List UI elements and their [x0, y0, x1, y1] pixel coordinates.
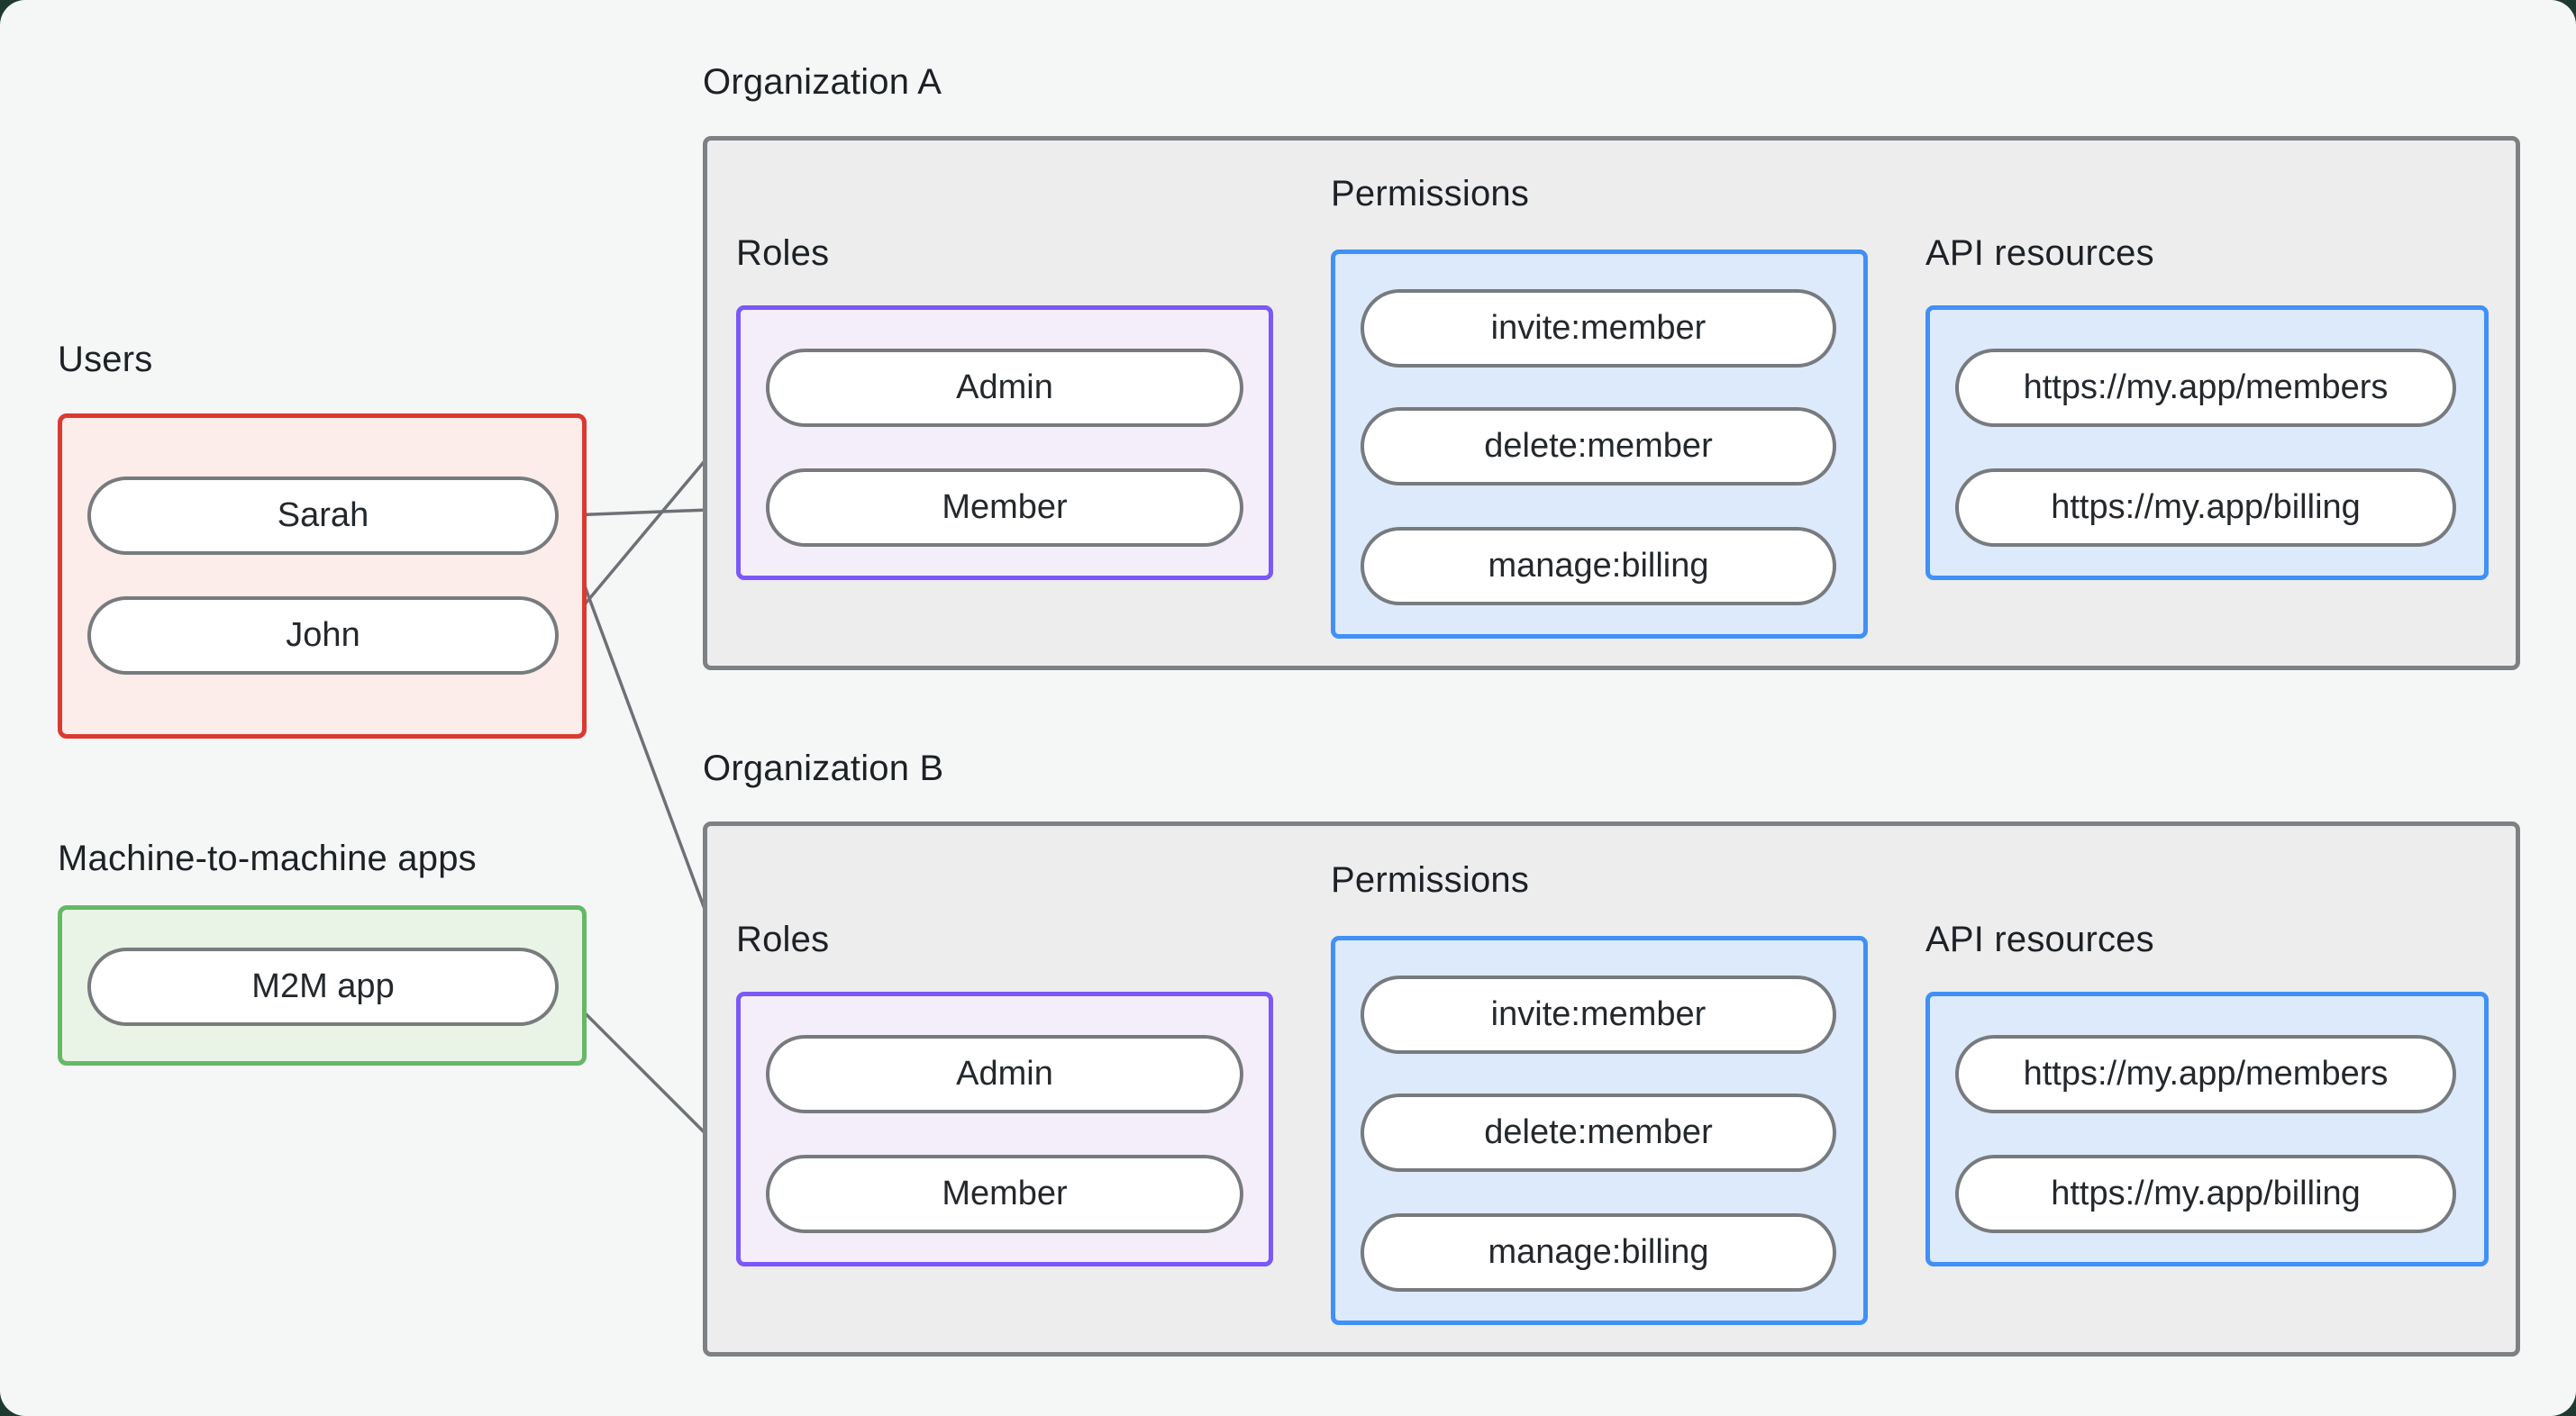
org-a-api-resources-label: API resources — [1925, 233, 2154, 273]
node-org-b-permission-manage-billing: manage:billing — [1361, 1213, 1836, 1292]
org-b-api-resources-label: API resources — [1925, 920, 2154, 959]
node-org-b-role-admin: Admin — [766, 1035, 1243, 1113]
org-b-roles-label: Roles — [736, 920, 830, 959]
node-org-b-role-member: Member — [766, 1155, 1243, 1233]
users-group-box — [58, 413, 587, 739]
node-org-b-permission-invite-member: invite:member — [1361, 976, 1836, 1054]
node-john: John — [87, 596, 559, 675]
node-org-b-api-billing: https://my.app/billing — [1955, 1155, 2456, 1233]
node-org-a-api-billing: https://my.app/billing — [1955, 468, 2456, 547]
node-org-a-role-admin: Admin — [766, 349, 1243, 427]
users-group-label: Users — [58, 340, 153, 379]
org-a-roles-label: Roles — [736, 233, 830, 273]
node-m2m-app: M2M app — [87, 948, 559, 1026]
node-org-a-permission-invite-member: invite:member — [1361, 289, 1836, 368]
node-org-b-api-members: https://my.app/members — [1955, 1035, 2456, 1113]
node-org-a-permission-delete-member: delete:member — [1361, 407, 1836, 486]
m2m-group-label: Machine-to-machine apps — [58, 839, 477, 878]
org-a-title: Organization A — [703, 62, 942, 102]
node-org-b-permission-delete-member: delete:member — [1361, 1094, 1836, 1172]
org-b-title: Organization B — [703, 749, 944, 788]
node-sarah: Sarah — [87, 477, 559, 555]
node-org-a-permission-manage-billing: manage:billing — [1361, 527, 1836, 605]
node-org-a-api-members: https://my.app/members — [1955, 349, 2456, 427]
org-a-permissions-label: Permissions — [1331, 174, 1530, 213]
org-b-permissions-label: Permissions — [1331, 860, 1530, 900]
node-org-a-role-member: Member — [766, 468, 1243, 547]
